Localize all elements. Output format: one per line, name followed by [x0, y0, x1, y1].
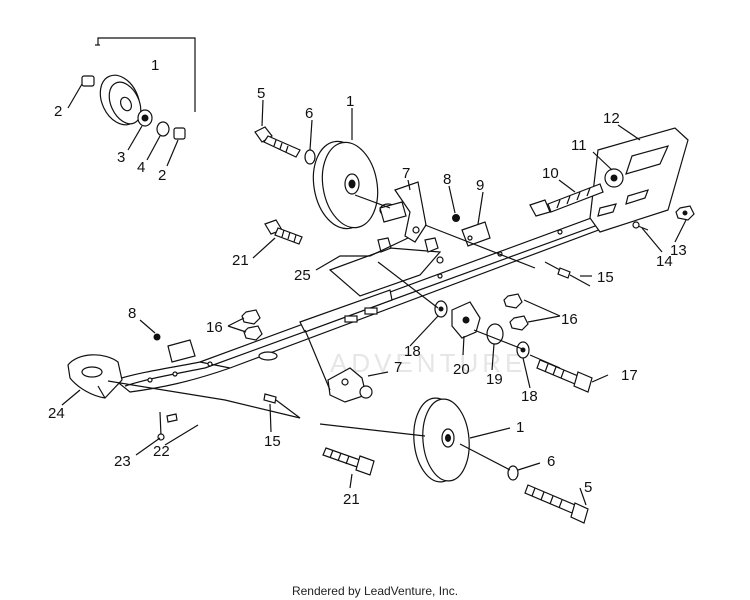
top-left-wheel-assembly — [81, 37, 196, 140]
callout-4: 4 — [137, 159, 145, 176]
lower-wheel-hardware — [507, 465, 589, 524]
callout-16-right: 16 — [561, 311, 578, 328]
callout-17: 17 — [621, 367, 638, 384]
callout-19: 19 — [486, 371, 503, 388]
callout-5-top: 5 — [257, 85, 265, 102]
callout-21-lower: 21 — [343, 491, 360, 508]
callout-14: 14 — [656, 253, 673, 270]
watermark: ADVENTURE — [330, 348, 526, 378]
nuts-16 — [241, 293, 529, 341]
lower-pin-15 — [263, 393, 301, 419]
callout-2-right: 2 — [158, 167, 166, 184]
upper-idler-wheel — [254, 126, 379, 230]
front-guide-fasteners — [157, 411, 178, 441]
long-bolt-10 — [529, 183, 604, 217]
callout-7-lower: 7 — [394, 359, 402, 376]
callout-21-top: 21 — [232, 252, 249, 269]
footer-credit: Rendered by LeadVenture, Inc. — [292, 584, 458, 598]
callout-23: 23 — [114, 453, 131, 470]
callout-6-lower: 6 — [547, 453, 555, 470]
callout-15-top: 15 — [597, 269, 614, 286]
callout-12: 12 — [603, 110, 620, 127]
axle-stub-25 — [377, 237, 444, 264]
callout-8-left: 8 — [128, 305, 136, 322]
callout-3: 3 — [117, 149, 125, 166]
upper-mount-hardware — [452, 214, 491, 247]
callout-10: 10 — [542, 165, 559, 182]
callout-1-top-left: 1 — [151, 57, 159, 74]
rear-hardware — [632, 205, 695, 231]
lower-axle-bracket — [327, 367, 373, 403]
callout-2-left: 2 — [54, 103, 62, 120]
callout-5-lower: 5 — [584, 479, 592, 496]
callout-18-left: 18 — [404, 343, 421, 360]
front-mount-block — [167, 339, 196, 363]
callout-6-top: 6 — [305, 105, 313, 122]
center-plate — [258, 247, 442, 361]
callout-7-top: 7 — [402, 165, 410, 182]
callout-15-lower: 15 — [264, 433, 281, 450]
callout-22: 22 — [153, 443, 170, 460]
callout-labels: 1 2 3 4 2 5 6 1 7 8 9 10 11 12 13 14 15 … — [48, 57, 687, 508]
callout-20: 20 — [453, 361, 470, 378]
rear-plate — [589, 127, 689, 233]
callout-25: 25 — [294, 267, 311, 284]
lower-nut-8 — [153, 333, 161, 341]
callout-8-top: 8 — [443, 171, 451, 188]
upper-axle-bracket — [379, 181, 427, 243]
lower-bolt-21 — [322, 447, 375, 476]
callout-16-left: 16 — [206, 319, 223, 336]
callout-24: 24 — [48, 405, 65, 422]
upper-pin-15 — [544, 261, 591, 287]
callout-1-lower: 1 — [516, 419, 524, 436]
callout-9: 9 — [476, 177, 484, 194]
callout-1-top: 1 — [346, 93, 354, 110]
lower-idler-wheel — [413, 397, 470, 483]
bolt-17 — [536, 359, 593, 393]
callout-13: 13 — [670, 242, 687, 259]
leader-lines — [61, 83, 687, 506]
upper-bolt-21 — [264, 219, 303, 245]
callout-18-right: 18 — [521, 388, 538, 405]
front-guide — [67, 354, 123, 399]
callout-11: 11 — [571, 137, 587, 154]
